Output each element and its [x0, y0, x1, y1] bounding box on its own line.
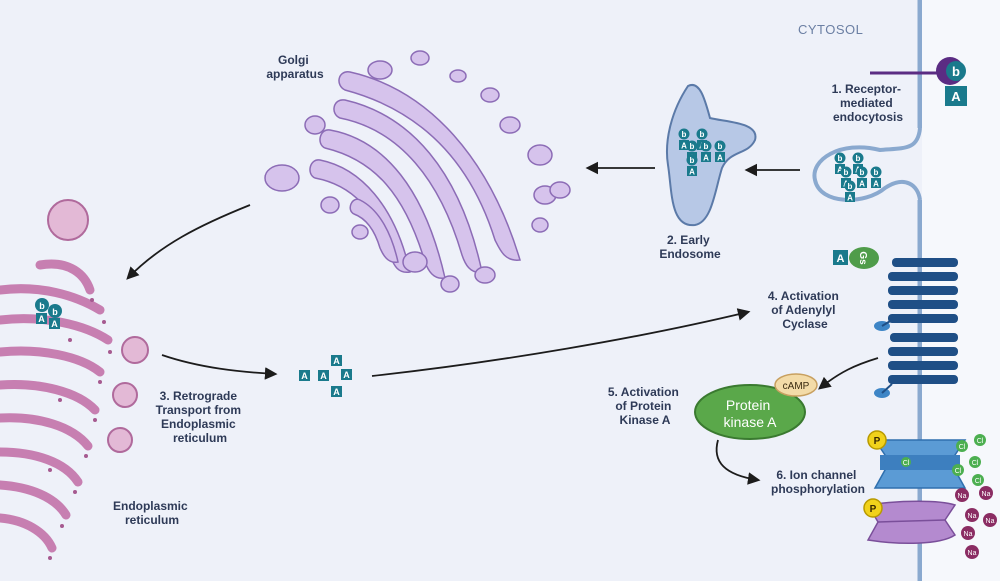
svg-text:Cl: Cl — [975, 478, 982, 485]
endocytic-vesicle — [812, 127, 922, 202]
svg-text:Na: Na — [982, 491, 991, 498]
early-endosome — [666, 83, 757, 227]
cholera-toxin-outside: b A — [870, 57, 967, 106]
svg-text:A: A — [333, 356, 340, 366]
adenylyl-cyclase-receptor — [888, 258, 958, 384]
sodium-channel — [866, 500, 957, 545]
svg-text:A: A — [320, 371, 327, 381]
svg-text:Cl: Cl — [955, 468, 962, 475]
svg-text:Na: Na — [986, 518, 995, 525]
arrow-a-to-adenylyl-cyclase — [371, 308, 751, 377]
svg-text:P: P — [874, 436, 881, 447]
phosphate-cl-channel: P — [867, 430, 887, 450]
svg-text:A: A — [837, 253, 845, 265]
svg-text:A: A — [837, 166, 843, 175]
arrow-cyclase-to-camp — [818, 357, 879, 390]
svg-text:A: A — [38, 314, 45, 324]
er-ribosomes — [48, 298, 112, 560]
toxin-in-er: b b A A — [35, 298, 62, 329]
svg-text:A: A — [847, 194, 853, 203]
svg-text:b: b — [838, 154, 843, 163]
svg-text:Na: Na — [964, 531, 973, 538]
step-6-label: 6. Ion channel phosphorylation — [771, 468, 865, 496]
svg-text:b: b — [690, 142, 695, 151]
svg-text:A: A — [333, 387, 340, 397]
svg-text:Na: Na — [958, 493, 967, 500]
arrow-er-to-cytosol — [161, 354, 278, 380]
svg-text:b: b — [718, 142, 723, 151]
svg-text:Cl: Cl — [903, 460, 910, 467]
svg-text:A: A — [717, 154, 723, 163]
svg-text:b: b — [39, 301, 45, 311]
svg-text:P: P — [870, 504, 877, 515]
svg-text:b: b — [52, 307, 58, 317]
gs-protein-with-a: A Gs — [833, 247, 879, 269]
golgi-apparatus — [264, 50, 571, 293]
svg-text:b: b — [856, 154, 861, 163]
svg-text:Cl: Cl — [959, 444, 966, 451]
svg-text:A: A — [703, 154, 709, 163]
er-label: Endoplasmic reticulum — [113, 499, 191, 527]
endosome-toxin-6: bA — [686, 154, 698, 177]
step-2-label: 2. Early Endosome — [659, 233, 721, 261]
svg-text:b: b — [704, 142, 709, 151]
arrow-pka-to-ion-channel — [715, 439, 761, 485]
svg-text:A: A — [343, 370, 350, 380]
vesicle-toxin-6: bA — [844, 180, 856, 203]
released-a-subunits: A A A A A — [299, 355, 352, 397]
cytosol-label: CYTOSOL — [798, 22, 863, 37]
svg-text:A: A — [873, 180, 879, 189]
chloride-ions: Cl Cl Cl Cl Cl — [952, 434, 986, 486]
vesicle-toxin-1: bA — [834, 152, 846, 175]
svg-text:Cl: Cl — [972, 460, 979, 467]
svg-text:Protein kinase A: Protein kinase A — [724, 397, 778, 430]
toxin-a-label: A — [951, 89, 961, 104]
svg-text:b: b — [682, 130, 687, 139]
phosphate-na-channel: P — [863, 498, 883, 518]
vesicle-toxin-5: bA — [870, 166, 882, 189]
toxin-in-vesicle: bAbAbAbAbAbA — [834, 152, 882, 203]
vesicle-toxin-4: bA — [856, 166, 868, 189]
svg-text:Cl: Cl — [977, 438, 984, 445]
endosome-toxin-5: bA — [714, 140, 726, 163]
svg-text:Gs: Gs — [857, 251, 868, 265]
protein-kinase-a: Protein kinase A — [694, 384, 806, 440]
step-4-label: 4. Activation of Adenylyl Cyclase — [768, 289, 842, 331]
svg-text:cAMP: cAMP — [783, 381, 810, 392]
toxin-b-label: b — [952, 64, 960, 79]
arrow-golgi-to-er — [126, 204, 251, 280]
svg-text:b: b — [690, 156, 695, 165]
svg-text:A: A — [51, 319, 58, 329]
svg-text:b: b — [844, 168, 849, 177]
endoplasmic-reticulum — [0, 199, 149, 553]
toxin-in-endosome: bAbAbAbAbAbA — [678, 128, 726, 177]
svg-text:b: b — [700, 130, 705, 139]
camp-molecule: cAMP — [774, 373, 818, 397]
svg-text:Na: Na — [968, 550, 977, 557]
svg-text:b: b — [860, 168, 865, 177]
step-3-label: 3. Retrograde Transport from Endoplasmic… — [156, 389, 245, 445]
sodium-ions: Na Na Na Na Na Na — [955, 486, 997, 559]
svg-text:b: b — [874, 168, 879, 177]
step-1-label: 1. Receptor- mediated endocytosis — [832, 82, 905, 124]
svg-text:b: b — [848, 182, 853, 191]
svg-text:A: A — [689, 168, 695, 177]
svg-text:A: A — [681, 142, 687, 151]
endosome-toxin-4: bA — [700, 140, 712, 163]
golgi-label: Golgi apparatus — [266, 53, 324, 81]
endosome-toxin-1: bA — [678, 128, 690, 151]
svg-text:Na: Na — [968, 513, 977, 520]
step-5-label: 5. Activation of Protein Kinase A — [608, 385, 682, 427]
svg-text:A: A — [301, 371, 308, 381]
svg-text:A: A — [859, 180, 865, 189]
